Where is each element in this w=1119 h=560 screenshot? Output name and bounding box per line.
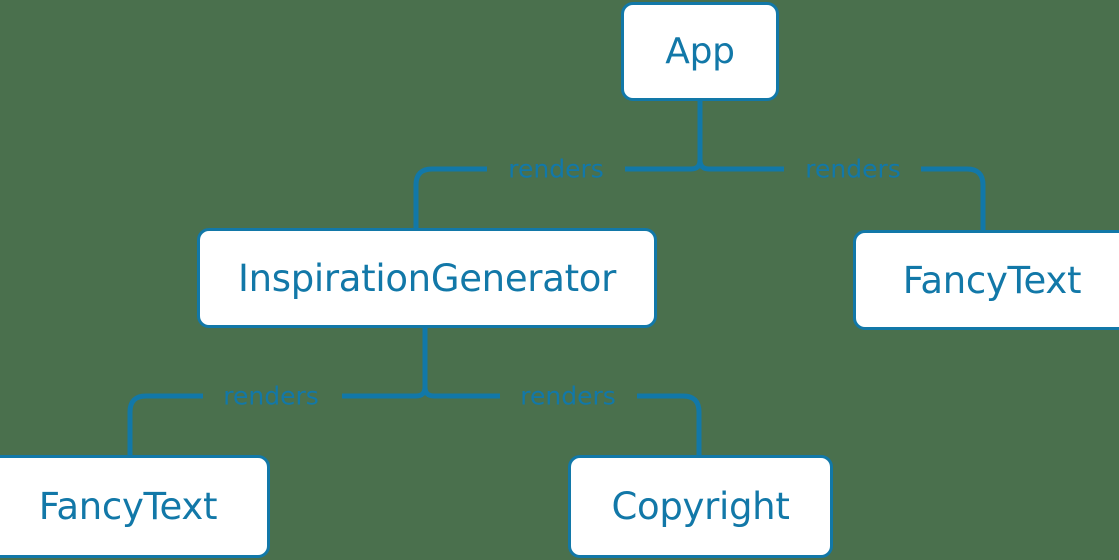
wire-inspiration-copyright-elbow <box>637 393 702 455</box>
edge-label-inspiration-generator-to-copyright: renders <box>520 381 616 411</box>
edge-label-inspiration-generator-to-fancytext: renders <box>223 381 319 411</box>
wire-inspiration-stem <box>422 328 435 399</box>
node-inspiration-generator[interactable]: InspirationGenerator <box>197 228 657 328</box>
node-copyright-label: Copyright <box>611 485 790 528</box>
node-app-label: App <box>665 30 735 72</box>
node-fancytext-left-label: FancyText <box>38 485 218 528</box>
wire-app-fancytext-elbow <box>921 166 986 230</box>
node-fancytext-right[interactable]: FancyText <box>853 230 1119 330</box>
wire-inspiration-stem-left <box>415 386 428 399</box>
node-inspiration-generator-label: InspirationGenerator <box>237 256 617 300</box>
wire-app-stem <box>697 101 710 172</box>
edge-label-app-to-inspiration-generator: renders <box>508 154 604 184</box>
node-copyright[interactable]: Copyright <box>568 455 833 558</box>
node-fancytext-right-label: FancyText <box>902 258 1082 302</box>
wire-app-inspiration-elbow <box>413 166 487 228</box>
node-app[interactable]: App <box>621 2 779 101</box>
wire-inspiration-fancytext-elbow <box>127 393 203 455</box>
node-fancytext-left[interactable]: FancyText <box>0 455 270 558</box>
edge-label-app-to-fancytext: renders <box>805 154 901 184</box>
wire-app-stem-left <box>690 159 703 172</box>
